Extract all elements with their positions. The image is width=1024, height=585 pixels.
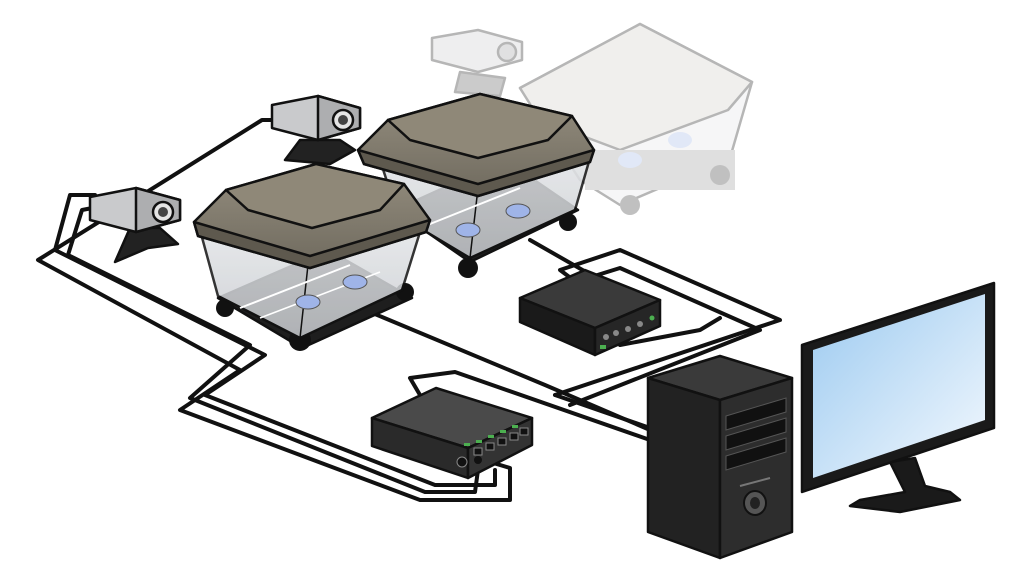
camera-icon: [430, 28, 524, 98]
network-switch-icon: [370, 386, 534, 480]
arena-3-faded: [430, 22, 754, 215]
switch-leds: [464, 425, 518, 446]
control-box: [518, 268, 662, 357]
cable-camera-1: [53, 193, 497, 487]
cable-control-pc: [553, 393, 652, 430]
switch-ports: [473, 427, 529, 456]
computer-tower: [646, 354, 794, 560]
arena-2: [356, 92, 596, 278]
control-box-icon: [518, 268, 662, 357]
cable-switch-pc: [408, 370, 652, 442]
cable-control-arena: [618, 316, 722, 347]
camera-icon: [88, 186, 182, 264]
camera-icon: [270, 94, 362, 166]
monitor: [800, 281, 996, 514]
cable-bundle: [36, 118, 782, 502]
arena-icon: [356, 92, 596, 198]
camera-1: [88, 186, 182, 264]
monitor-screen: [813, 294, 985, 478]
cable-camera-2: [36, 118, 512, 502]
camera-2: [270, 94, 362, 166]
computer-tower-icon: [646, 354, 794, 560]
cable-camera-1-b: [66, 203, 480, 494]
arena-icon: [192, 162, 432, 270]
arena-1: [192, 162, 432, 351]
network-switch: [370, 386, 534, 480]
monitor-icon: [800, 281, 996, 514]
